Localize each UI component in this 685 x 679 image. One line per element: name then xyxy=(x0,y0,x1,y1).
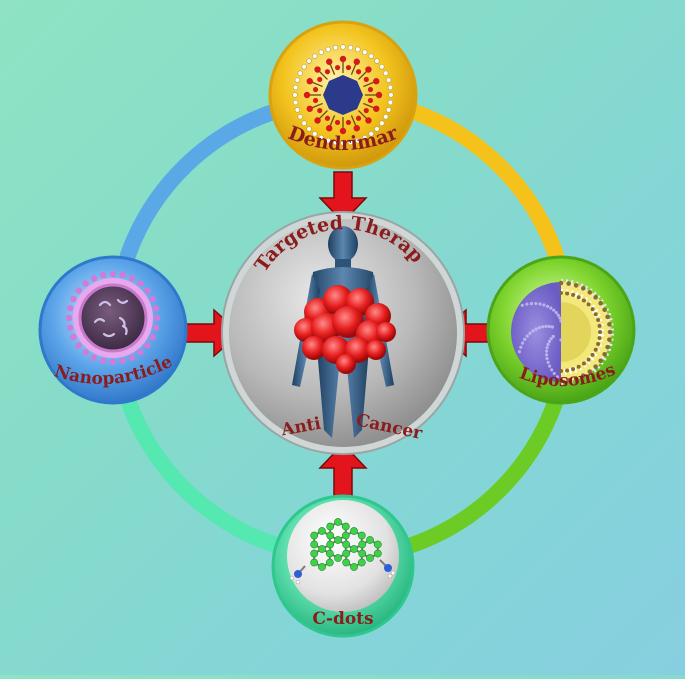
ring-segment-bottom-right xyxy=(404,392,564,553)
ring-segment-top-right xyxy=(404,103,564,263)
ring-segment-top-left xyxy=(120,103,284,263)
arrow-up-icon xyxy=(318,442,368,501)
node-label-c-dots: C-dots xyxy=(312,609,373,629)
dendrimer-icon xyxy=(292,44,394,146)
node-liposomes: Liposomes xyxy=(486,255,636,405)
node-c-dots: C-dots xyxy=(271,494,415,638)
carbon-dot-molecule-icon xyxy=(289,518,396,585)
liposome-icon xyxy=(511,279,614,385)
arrow-down-icon xyxy=(318,171,368,224)
human-body-tumor-icon xyxy=(292,226,396,438)
ring-segment-bottom-left xyxy=(120,392,284,553)
node-nanoparticle: Nanoparticle xyxy=(38,255,188,405)
node-dendrimar: Dendrimar xyxy=(268,20,418,170)
tumor-cluster xyxy=(294,285,396,374)
connection-ring xyxy=(120,103,564,553)
nanoparticle-icon xyxy=(65,270,161,366)
